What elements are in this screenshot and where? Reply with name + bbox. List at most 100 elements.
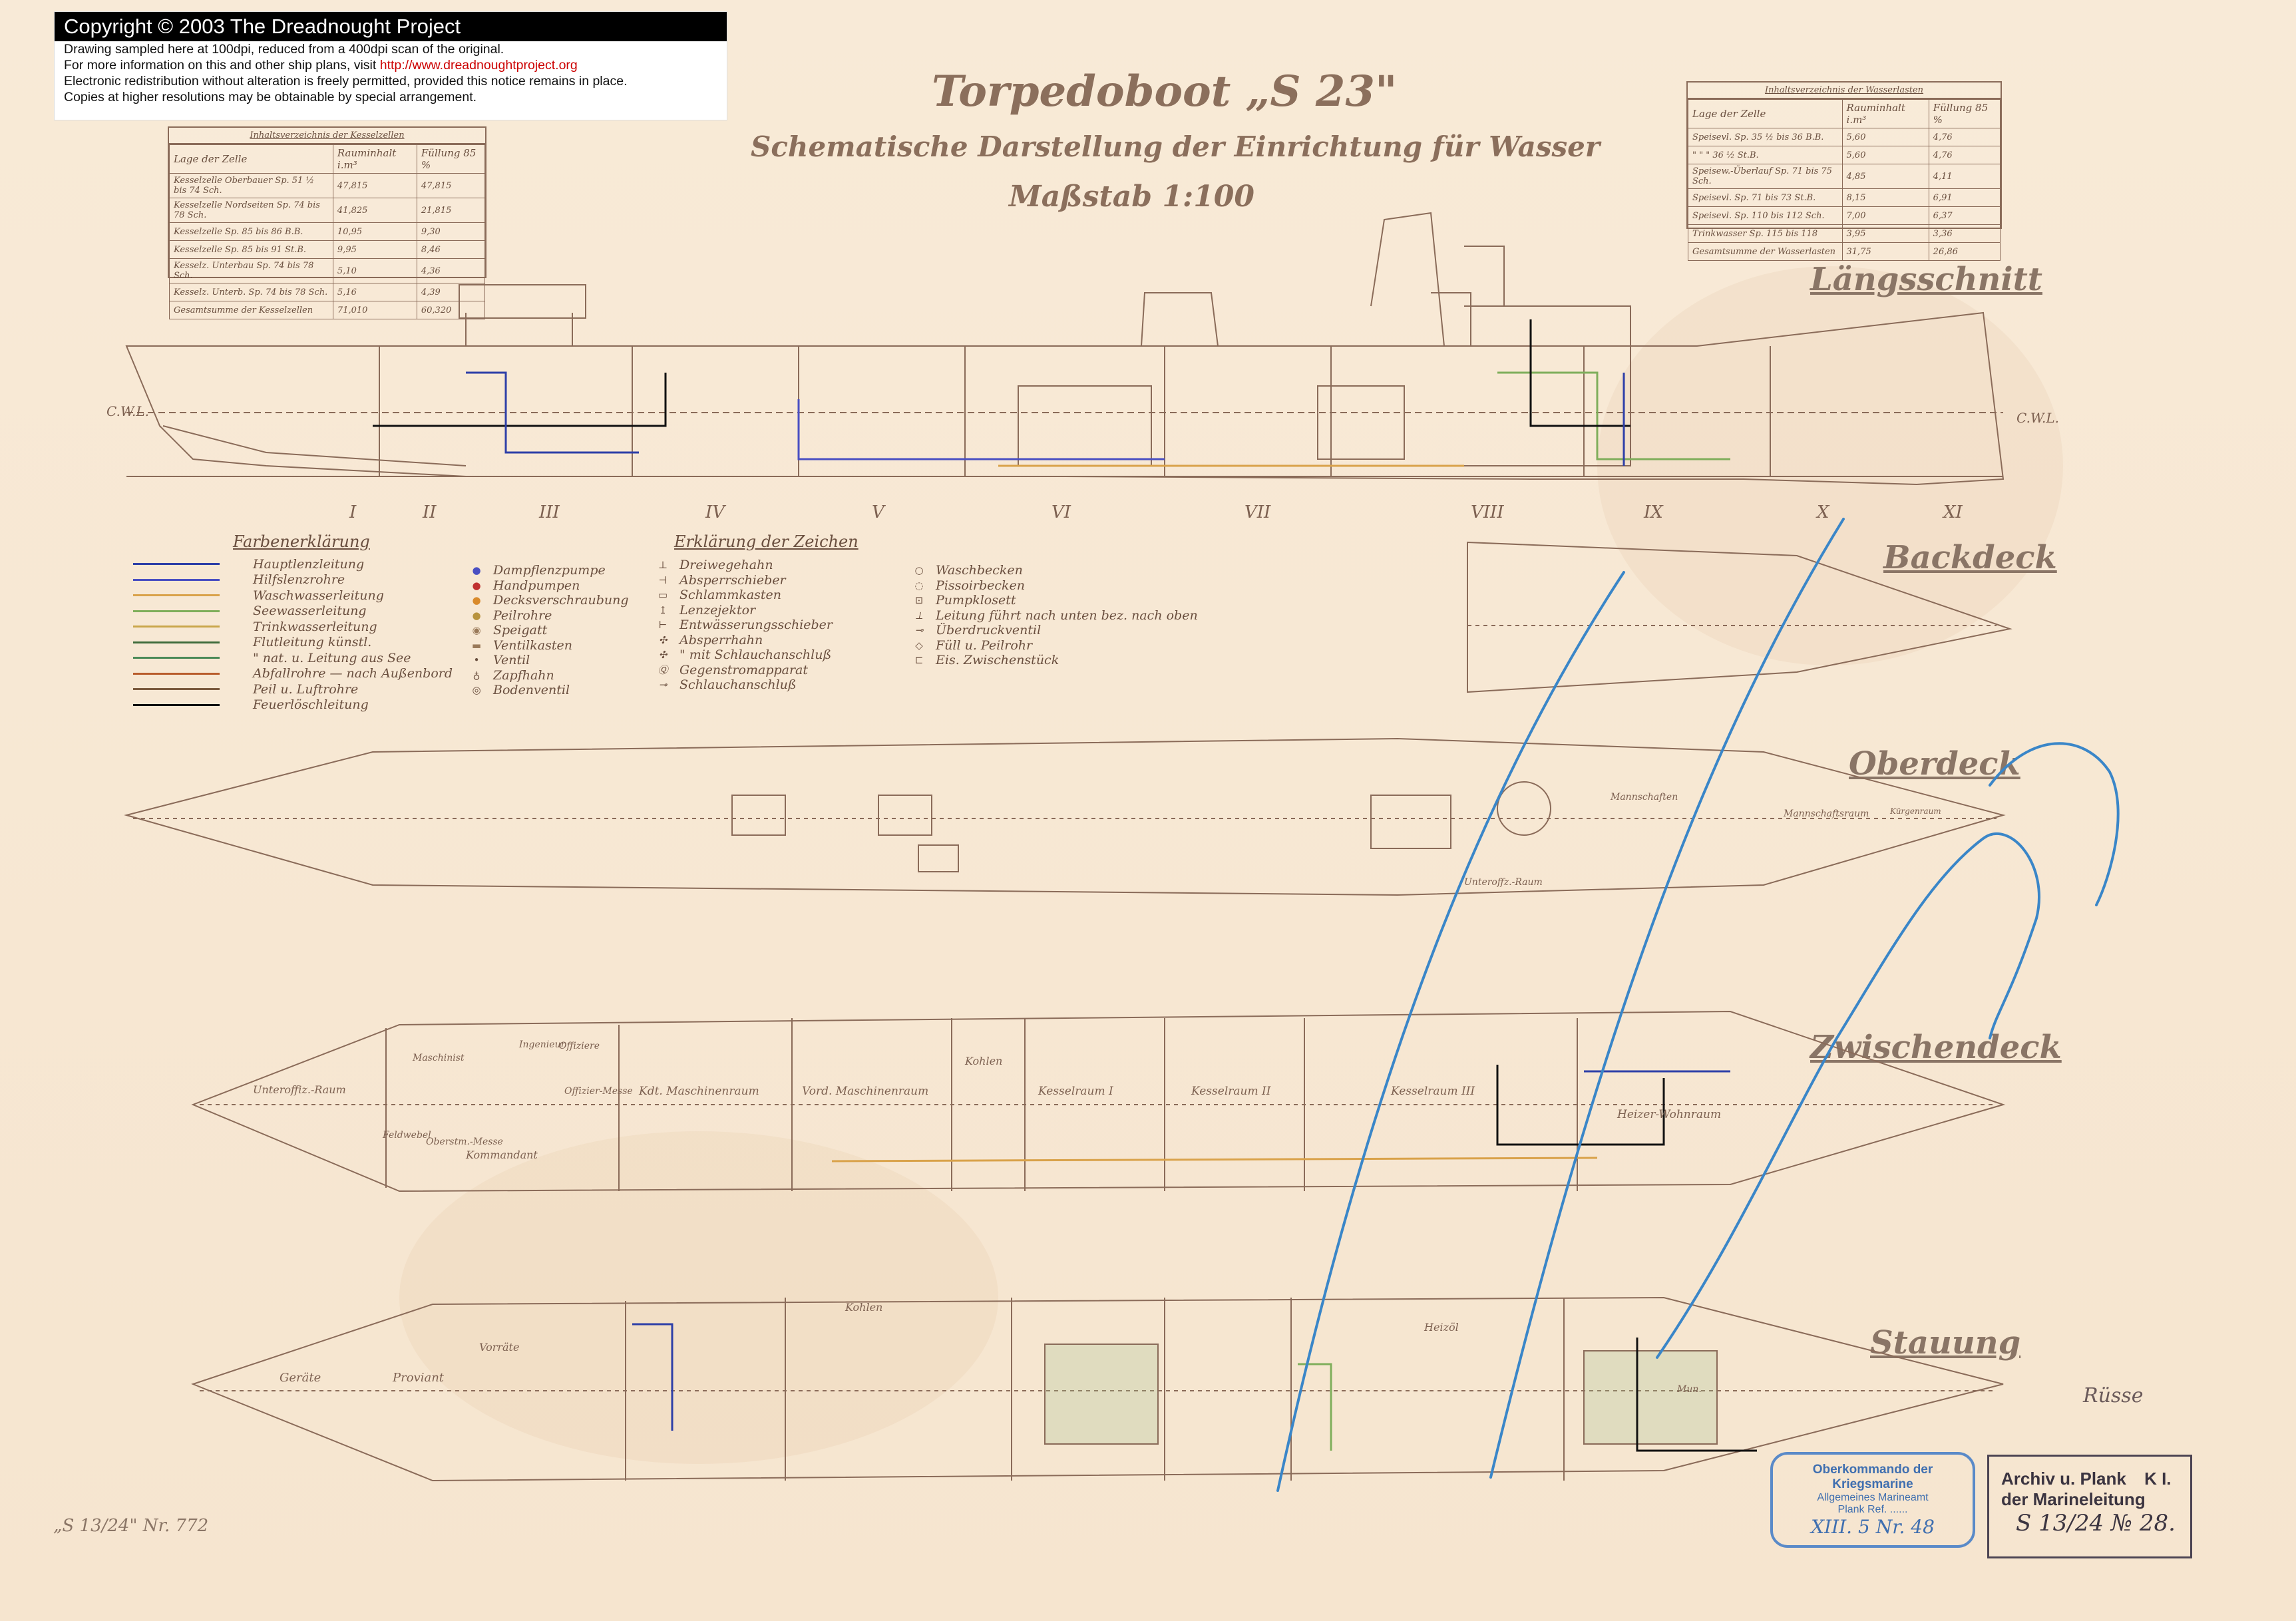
water-table-caption: Inhaltsverzeichnis der Wasserlasten [1688,83,2001,99]
hold-label: Heizöl [1424,1321,1459,1334]
cell: 26,86 [1928,242,2001,261]
drawing-subtitle: Schematische Darstellung der Einrichtung… [751,130,1600,163]
color-legend-item: Seewasserleitung [133,604,453,620]
symbol-legend-b-rows: ⊥Dreiwegehahn⊣Absperrschieber▭Schlammkas… [656,558,859,693]
deck-hatch [731,795,786,836]
symbol-legend-label: Absperrhahn [679,632,763,647]
col-header: Lage der Zelle [1688,99,1843,128]
drawing-scale: Maßstab 1:100 [1009,180,1255,214]
symbol-legend-item: •Ventil [469,653,629,668]
symbol-legend-label: Eis. Zwischenstück [936,653,1059,668]
color-legend-item: Trinkwasserleitung [133,619,453,635]
pencil-strokes [1276,518,2120,1492]
frame-numeral: I [349,502,357,522]
symbol-legend-label: Gegenstromapparat [679,662,809,677]
symbol-legend-item: ⊸Schlauchanschluß [656,677,859,693]
cell: Speisew.-Überlauf Sp. 71 bis 75 Sch. [1688,164,1843,189]
symbol-icon: ⊣ [658,574,668,586]
color-legend-label: " nat. u. Leitung aus See [253,650,411,665]
bilge-suction [632,1323,673,1431]
zwischendeck-outline [191,1010,2006,1192]
color-legend-item: Hauptlenzleitung [133,556,453,572]
symbol-icon: Ⓠ [658,664,668,677]
zwischendeck-plan [191,1010,2006,1192]
pencil-note: Rüsse [2083,1384,2144,1407]
notice-line-2: For more information on this and other s… [55,57,727,73]
symbol-legend-item: ⊥Dreiwegehahn [656,558,859,573]
engine-bed [1044,1344,1159,1445]
stamp-line: Oberkommando der Kriegsmarine [1812,1463,1933,1491]
color-swatch [133,610,220,612]
symbol-icon: ✣ [658,649,668,661]
symbol-icon: ◇ [915,639,923,651]
symbol-icon: ♁ [473,669,480,681]
aux-bilge [797,399,1165,460]
symbol-icon: ● [472,609,481,622]
symbol-icon: ⊡ [914,594,924,607]
symbol-legend-item: ◌Pissoirbecken [912,578,1198,594]
pencil-signature [1656,832,2040,1359]
room-label: Kesselraum I [1038,1085,1113,1098]
color-legend-item: Hilfslenzrohre [133,572,453,588]
table-row: Kesselz. Unterbau Sp. 74 bis 78 Sch.5,10… [169,258,486,283]
symbol-legend-label: Füll u. Peilrohr [936,637,1033,653]
color-legend-item: " nat. u. Leitung aus See [133,650,453,666]
color-legend-label: Waschwasserleitung [253,588,384,603]
stauung-outline [191,1296,2004,1482]
symbol-legend-item: ▭Schlammkasten [656,588,859,603]
longitudinal-section [125,212,2005,486]
color-legend-label: Abfallrohre — nach Außenbord [253,666,453,681]
color-legend-item: Peil u. Luftrohre [133,681,453,697]
symbol-legend-label: Pissoirbecken [936,578,1026,593]
col-header: Rauminhalt i.m³ [1841,99,1929,128]
pencil-line [1276,571,1625,1492]
color-swatch [133,563,220,566]
engine-casing [1464,305,1631,466]
deck-label: Mannschaftsraum [1784,809,1869,819]
symbol-legend-label: Ventil [493,653,530,668]
archive-note: „S 13/24" Nr. 772 [53,1516,209,1536]
pencil-signature [1989,742,2120,906]
table-row: Speisew.-Überlauf Sp. 71 bis 75 Sch.4,85… [1688,164,2001,189]
symbol-legend-item: ◉Speigatt [469,623,629,638]
stamp-line: Archiv u. Plank K I. [2001,1469,2190,1489]
cell: Kesselz. Unterb. Sp. 74 bis 78 Sch. [169,283,333,301]
symbol-legend-item: ●Decksverschraubung [469,593,628,608]
boiler-table-caption: Inhaltsverzeichnis der Kesselzellen [169,128,485,144]
deck-label: Kürgenraum [1890,807,1941,816]
hold-label: Mun. [1677,1384,1702,1395]
frame-numeral: X [1817,502,1829,522]
bilge-main [466,371,639,454]
symbol-legend-item: ⊸Überdruckventil [912,623,1198,638]
symbol-legend-item: ◇ Füll u. Peilrohr [912,638,1198,653]
funnel-1 [1140,292,1219,347]
notice-line-2-text: For more information on this and other s… [64,58,380,73]
cell: 41,825 [332,198,417,223]
oberdeck-plan [124,737,2006,896]
room-label: Offiziere [559,1041,600,1051]
dreadnought-link[interactable]: http://www.dreadnoughtproject.org [379,58,578,73]
deck-hatch [878,795,932,836]
stamp-archiv-code: K I. [2144,1469,2172,1489]
room-label: Oberstm.-Messe [426,1137,503,1147]
col-header: Lage der Zelle [169,144,333,174]
frame-numeral: V [872,502,884,522]
symbol-legend-item: ⊢Entwässerungsschieber [656,618,859,633]
cell: Kesselz. Unterbau Sp. 74 bis 78 Sch. [169,258,333,283]
cwl-label-aft: C.W.L. [2016,410,2060,426]
color-swatch [133,626,220,628]
room-label: Unteroffiz.-Raum [253,1083,346,1096]
symbol-legend-item: Ⓠ Gegenstromapparat [656,663,859,678]
symbol-legend-a: ●Dampflenzpumpe●Handpumpen●Decksverschra… [469,563,629,698]
symbol-legend-label: Dreiwegehahn [679,558,773,573]
frame-numeral: III [539,502,560,522]
symbol-legend-label: Waschbecken [936,563,1023,578]
drawing-title: Torpedoboot „S 23" [932,67,1398,116]
room-label: Kommandant [466,1149,538,1161]
room-label: Heizer-Wohnraum [1617,1108,1722,1121]
